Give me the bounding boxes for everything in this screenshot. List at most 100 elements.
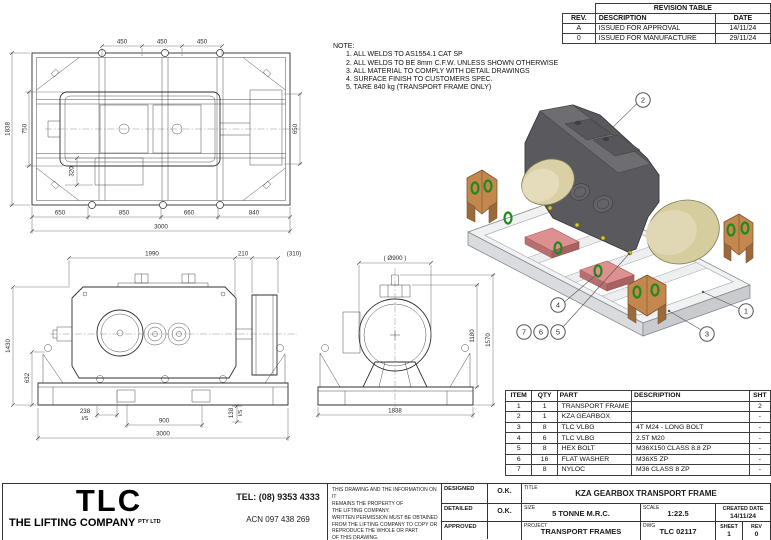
approved-value	[488, 522, 521, 539]
part-name: HEX BOLT	[556, 442, 633, 455]
part-sht: -	[748, 432, 771, 444]
dim-label: 1180	[469, 329, 476, 343]
parts-col-sht: SHT	[748, 390, 771, 402]
part-name: TRANSPORT FRAME	[556, 400, 633, 413]
part-description: 4T M24 - LONG BOLT	[631, 421, 750, 434]
sheet-cell: SHEET 1	[715, 522, 742, 540]
dim-label: 900	[159, 418, 170, 425]
plan-frame	[31, 49, 291, 209]
drawing-title: KZA GEARBOX TRANSPORT FRAME	[575, 489, 717, 498]
rev-cell: REV 0	[742, 522, 770, 540]
dim-label: 1838	[388, 408, 402, 415]
side-view: 1990 210 (310) 1430 632 238 I/S 900 138 …	[5, 246, 310, 458]
created-date-value: 14/11/24	[729, 513, 757, 520]
isometric-view: 2 1 3 4 5 6 7	[440, 82, 771, 348]
company-logo: TLC THE LIFTING COMPANY PTY LTD	[9, 485, 229, 539]
detailed-label: DETAILED	[442, 504, 488, 521]
revision-table: REVISION TABLE REV. DESCRIPTION DATE A I…	[562, 3, 771, 44]
revision-description: ISSUED FOR MANUFACTURE	[594, 33, 716, 44]
signature-block: DESIGNED O.K. DETAILED O.K. APPROVED	[441, 484, 521, 540]
scale-cell: SCALE 1:22.5	[640, 504, 715, 521]
end-view: ( Ø900 ) 1180 1570 1838	[315, 250, 515, 465]
dim-label: 632	[24, 372, 31, 383]
phone-number: TEL: (08) 9353 4333	[236, 492, 320, 502]
revision-table-spacer	[563, 4, 596, 14]
part-qty: 8	[531, 464, 558, 476]
balloon-6: 6	[533, 324, 549, 340]
part-item: 2	[504, 411, 533, 423]
part-item: 4	[504, 432, 533, 444]
part-description: M36X5 ZP	[631, 453, 750, 466]
part-name: NYLOC	[556, 464, 633, 476]
part-sht: -	[748, 453, 771, 466]
company-suffix: PTY LTD	[138, 519, 161, 525]
parts-col-description: DESCRIPTION	[631, 390, 750, 402]
svg-text:5: 5	[556, 328, 560, 337]
side-frame	[37, 344, 289, 406]
dim-label: 750	[22, 123, 29, 134]
dim-label: 840	[249, 210, 260, 217]
revision-header-row: REV. DESCRIPTION DATE	[562, 13, 771, 24]
dim-label: 1990	[145, 251, 159, 258]
part-qty: 1	[531, 400, 558, 413]
dim-label: I/S	[238, 409, 244, 416]
company-contact: TEL: (08) 9353 4333 ACN 097 438 269	[231, 484, 325, 540]
svg-text:7: 7	[522, 328, 526, 337]
svg-text:1: 1	[744, 307, 748, 316]
revision-col-date: DATE	[714, 13, 771, 24]
iso-leaders	[563, 103, 740, 330]
plan-view: 450 450 450 650 850 660 840 3000 1838 75…	[5, 26, 325, 244]
balloon-2: 2	[635, 92, 651, 108]
dwg-number: TLC 02117	[659, 527, 697, 536]
scale-value: 1:22.5	[667, 509, 689, 518]
revision-row: A ISSUED FOR APPROVAL 14/11/24	[562, 23, 771, 34]
project-cell: PROJECT TRANSPORT FRAMES	[522, 522, 640, 540]
iso-shaft-cylinders	[521, 158, 720, 265]
svg-text:6: 6	[539, 328, 543, 337]
dim-label: 850	[119, 210, 130, 217]
designed-label: DESIGNED	[442, 484, 488, 503]
balloon-1: 1	[738, 303, 754, 319]
dim-label: 450	[117, 39, 128, 46]
notes-block: NOTE: 1. ALL WELDS TO AS1554.1 CAT SP 2.…	[333, 43, 583, 93]
part-sht: 2	[748, 400, 771, 413]
end-dimensions: ( Ø900 ) 1180 1570 1838	[315, 255, 496, 418]
note-item: 3. ALL MATERIAL TO COMPLY WITH DETAIL DR…	[346, 67, 530, 75]
parts-col-item: ITEM	[504, 390, 533, 402]
part-description: 2.5T M20	[631, 432, 750, 444]
part-item: 6	[504, 453, 533, 466]
dim-label: 1838	[5, 122, 12, 136]
iso-gearbox	[524, 104, 660, 253]
size-cell: SIZE 5 TONNE M.R.C.	[522, 504, 640, 521]
part-name: FLAT WASHER	[556, 453, 633, 466]
approved-row: APPROVED	[442, 521, 521, 539]
note-item: 2. ALL WELDS TO BE 8mm C.F.W. UNLESS SHO…	[346, 59, 559, 67]
detailed-row: DETAILED O.K.	[442, 503, 521, 521]
dim-label: 660	[184, 210, 195, 217]
revision-col-description: DESCRIPTION	[594, 13, 716, 24]
part-sht: -	[748, 421, 771, 434]
iso-balloons: 2 1 3 4 5 6 7	[516, 92, 754, 342]
rev-value: 0	[754, 531, 759, 538]
svg-text:4: 4	[556, 301, 560, 310]
balloon-4: 4	[550, 297, 566, 313]
revision-date: 29/11/24	[714, 33, 771, 44]
dim-label: 3000	[154, 224, 168, 231]
dim-label: 1430	[5, 339, 12, 353]
dim-label: 320	[69, 166, 76, 177]
part-name: TLC VLBG	[556, 421, 633, 434]
part-sht: -	[748, 411, 771, 423]
dim-label: I/S	[82, 416, 89, 422]
side-dimensions: 1990 210 (310) 1430 632 238 I/S 900 138 …	[5, 251, 301, 441]
dim-label: 450	[197, 39, 208, 46]
part-description	[631, 411, 750, 423]
drawing-title-cell: TITLE KZA GEARBOX TRANSPORT FRAME	[522, 484, 770, 503]
copyright-disclaimer: THIS DRAWING AND THE INFORMATION ON IT R…	[327, 484, 441, 540]
detailed-value: O.K.	[497, 508, 512, 515]
